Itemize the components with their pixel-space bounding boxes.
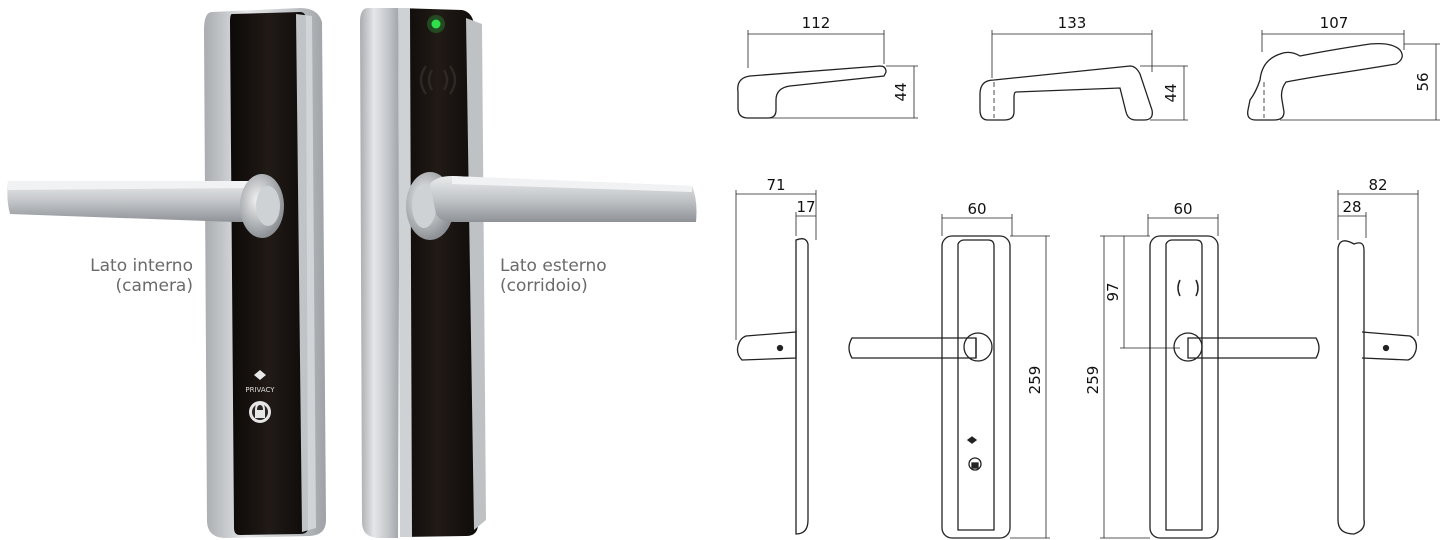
dim-71: 71 — [766, 176, 785, 194]
dim-112: 112 — [802, 14, 831, 32]
dim-17: 17 — [796, 198, 815, 216]
privacy-lock-icon — [249, 401, 271, 423]
handle-top-3 — [1247, 30, 1440, 121]
inner-lock-photo: PRIVACY — [7, 8, 326, 538]
outer-lock-photo — [360, 8, 697, 538]
dim-44-a: 44 — [892, 82, 910, 101]
inside-side-label: Lato interno (camera) — [56, 256, 193, 296]
dim-259-b: 259 — [1084, 366, 1102, 395]
dim-56: 56 — [1414, 72, 1432, 91]
dim-44-b: 44 — [1162, 83, 1180, 102]
status-led-icon — [427, 15, 445, 33]
dim-60-a: 60 — [967, 200, 986, 218]
dim-97: 97 — [1104, 282, 1122, 301]
outside-side-label: Lato esterno (corridoio) — [500, 256, 640, 296]
inside-side-label-line1: Lato interno — [90, 256, 193, 276]
dim-60-b: 60 — [1173, 200, 1192, 218]
front-outer-drawing — [1100, 214, 1320, 539]
dim-259-a: 259 — [1026, 366, 1044, 395]
dim-133: 133 — [1058, 14, 1087, 32]
outside-side-label-line1: Lato esterno — [500, 256, 607, 276]
dim-28: 28 — [1342, 198, 1361, 216]
privacy-diamond-icon — [254, 370, 266, 380]
handle-top-1 — [737, 30, 918, 119]
dim-107: 107 — [1320, 14, 1349, 32]
inside-side-label-line2: (camera) — [115, 276, 193, 296]
side-view-right — [1337, 190, 1419, 535]
side-view-left — [735, 190, 817, 535]
privacy-label: PRIVACY — [245, 386, 275, 394]
rfid-reader-icon — [419, 65, 457, 95]
technical-drawings — [735, 30, 1440, 539]
front-inner-drawing — [848, 214, 1050, 539]
dim-82: 82 — [1368, 176, 1387, 194]
outside-side-label-line2: (corridoio) — [500, 276, 588, 296]
handle-top-2 — [979, 30, 1188, 121]
